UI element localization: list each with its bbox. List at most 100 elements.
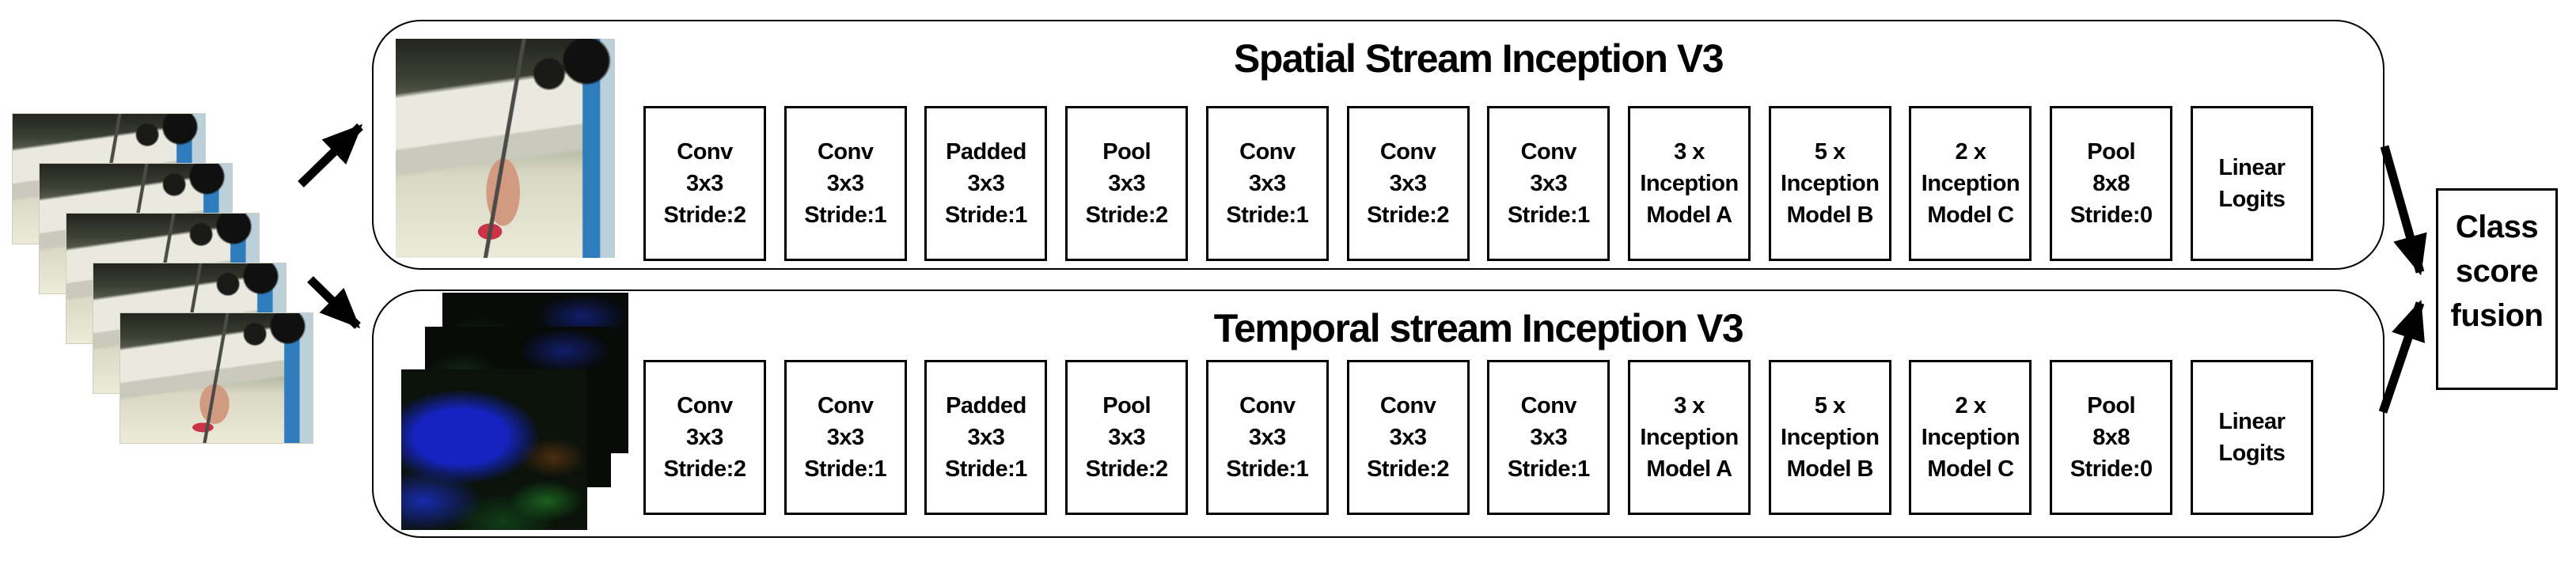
fusion-label-line: fusion	[2450, 297, 2544, 333]
pipeline-box-line: Stride:1	[1507, 203, 1590, 228]
pipeline-box-line: 3x3	[826, 171, 864, 196]
pipeline-box-line: Stride:1	[944, 203, 1027, 228]
pipeline-box-line: 3x3	[686, 425, 723, 450]
pipeline-box-line: Model C	[1927, 203, 2014, 228]
pipeline-box-line: Inception	[1921, 425, 2020, 450]
pipeline-box-line: 3x3	[1389, 425, 1427, 450]
pipeline-box-line: Conv	[1379, 393, 1436, 418]
pipeline-box-line: Model B	[1786, 456, 1874, 482]
pipeline-box-line: Conv	[677, 139, 733, 165]
pipeline-box-line: 2 x	[1955, 139, 1986, 165]
pipeline-box-line: Model A	[1646, 456, 1732, 482]
pipeline-box-line: Model C	[1927, 456, 2014, 482]
pipeline-box-line: 3x3	[1248, 171, 1286, 196]
pipeline-box-line: Logits	[2218, 441, 2286, 466]
pipeline-box-line: Stride:2	[1367, 203, 1450, 228]
video-frame-thumbnail	[120, 312, 313, 444]
pipeline-box-line: Conv	[1379, 139, 1436, 165]
pipeline-box-line: Logits	[2218, 187, 2286, 212]
pipeline-box-line: Linear	[2218, 155, 2286, 180]
pipeline-box-line: Stride:1	[804, 456, 887, 482]
arrow-frames-to-temporal-stream	[307, 276, 361, 329]
pipeline-box-line: Conv	[817, 393, 874, 418]
pipeline-box-line: Pool	[1102, 139, 1151, 165]
pipeline-box-line: Padded	[946, 139, 1026, 165]
pipeline-box-line: Pool	[2087, 139, 2136, 165]
pipeline-box-line: 3x3	[1530, 171, 1568, 196]
pipeline-box-line: 8x8	[2092, 425, 2130, 450]
pipeline-box-line: Stride:1	[1226, 203, 1309, 228]
pipeline-box-line: Stride:2	[663, 456, 746, 482]
pipeline-box-line: Linear	[2218, 409, 2286, 434]
pipeline-box-line: 3x3	[1108, 425, 1146, 450]
pipeline-box-line: Padded	[946, 393, 1026, 418]
spatial-input-rgb-frame	[396, 39, 615, 258]
arrow-frames-to-spatial-stream	[298, 123, 363, 187]
pipeline-box-line: Inception	[1781, 425, 1880, 450]
pipeline-box-line: 3x3	[967, 171, 1005, 196]
pipeline-box-line: Inception	[1640, 171, 1739, 196]
pipeline-box-line: 5 x	[1814, 393, 1846, 418]
pipeline-box-line: Stride:2	[1085, 456, 1168, 482]
pipeline-box-line: 3x3	[1248, 425, 1286, 450]
pipeline-box-line: Inception	[1781, 171, 1880, 196]
pipeline-box-line: Stride:1	[1226, 456, 1309, 482]
pipeline-box-line: Conv	[1520, 139, 1577, 165]
pipeline-box-line: 5 x	[1814, 139, 1846, 165]
pipeline-box-line: Conv	[1239, 139, 1296, 165]
pipeline-box-line: Stride:1	[804, 203, 887, 228]
pipeline-box-line: Stride:1	[1507, 456, 1590, 482]
pipeline-box-line: Stride:2	[1085, 203, 1168, 228]
pipeline-box-line: Stride:2	[663, 203, 746, 228]
temporal-stream-title: Temporal stream Inception V3	[1213, 306, 1744, 350]
pipeline-box-line: 3x3	[1108, 171, 1146, 196]
pipeline-box-line: 3x3	[826, 425, 864, 450]
pipeline-box-line: 2 x	[1955, 393, 1986, 418]
arrow-spatial-to-fusion	[2380, 145, 2427, 276]
pipeline-box-line: Model A	[1646, 203, 1732, 228]
pipeline-box-line: Conv	[1520, 393, 1577, 418]
pipeline-box-line: Stride:2	[1367, 456, 1450, 482]
fusion-label-line: Class	[2455, 209, 2539, 244]
pipeline-box-line: 3 x	[1674, 139, 1705, 165]
pipeline-box-line: 3 x	[1674, 393, 1705, 418]
fusion-label-line: score	[2455, 253, 2539, 289]
pipeline-box-line: Conv	[1239, 393, 1296, 418]
pipeline-box-line: Conv	[677, 393, 733, 418]
pipeline-box-line: Conv	[817, 139, 874, 165]
pipeline-box-line: Model B	[1786, 203, 1874, 228]
pipeline-box-line: Stride:1	[944, 456, 1027, 482]
pipeline-box-line: 3x3	[686, 171, 723, 196]
pipeline-box-line: 3x3	[1389, 171, 1427, 196]
arrow-temporal-to-fusion	[2378, 299, 2425, 414]
optical-flow-frame	[401, 369, 587, 530]
pipeline-box-line: Pool	[1102, 393, 1151, 418]
